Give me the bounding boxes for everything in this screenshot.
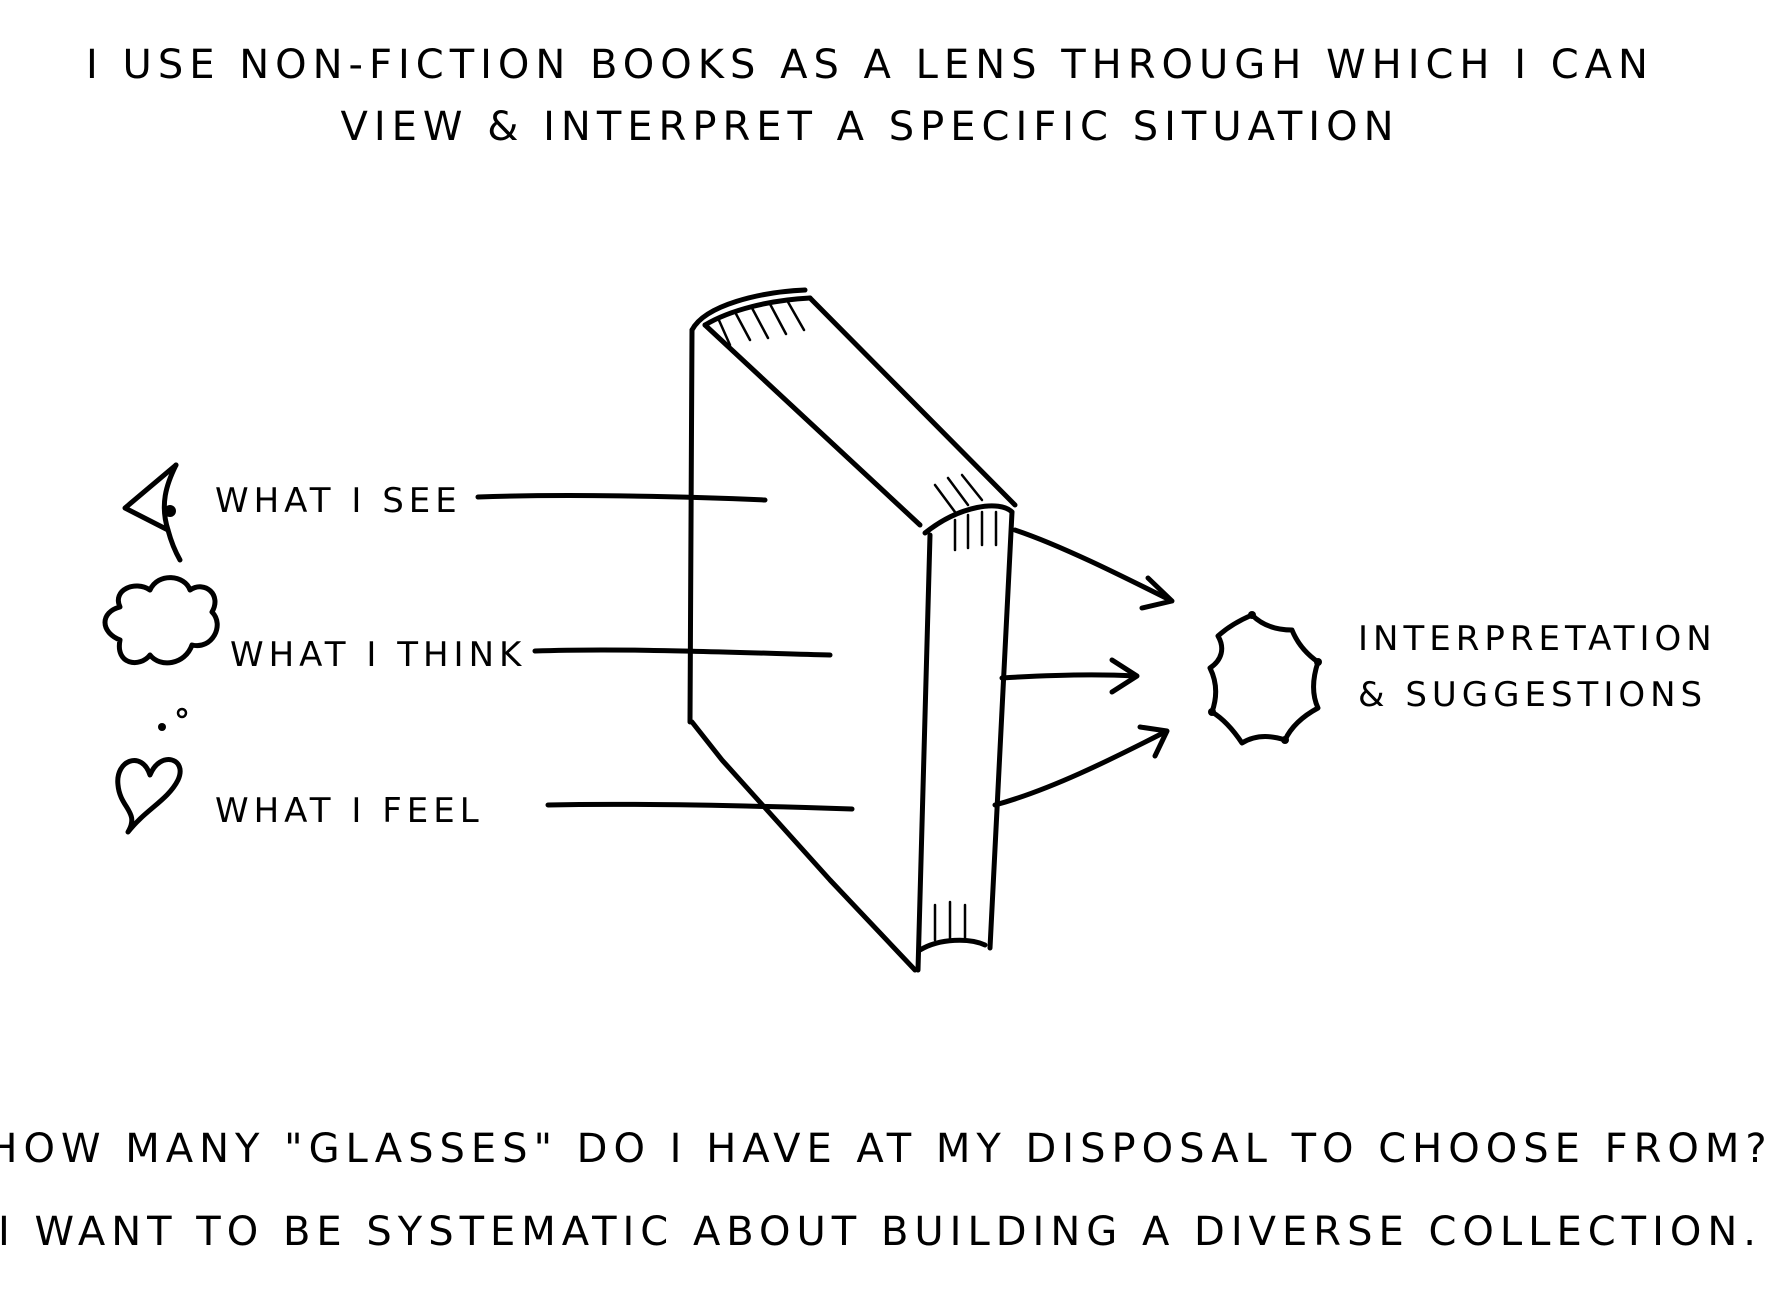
input-label-feel: what I feel: [215, 791, 484, 831]
eye-icon: [122, 462, 183, 563]
heart-icon: [115, 757, 183, 835]
output-arrow-bottom: [992, 724, 1170, 808]
title-line-2: view & interpret a specific situation: [341, 104, 1400, 150]
burst-icon: [1207, 611, 1322, 746]
output-arrow-top: [1012, 527, 1175, 611]
input-line-feel: [545, 801, 855, 812]
input-label-see: what I see: [215, 481, 462, 521]
output-label-line-2: & suggestions: [1358, 675, 1707, 715]
output-arrow-middle: [999, 657, 1140, 695]
output-label-line-1: Interpretation: [1358, 619, 1717, 659]
input-label-think: what I think: [230, 635, 526, 675]
title-line-1: I use non-fiction books as a lens throug…: [86, 42, 1654, 88]
input-line-see: [475, 493, 768, 503]
input-line-think: [532, 647, 833, 658]
question-line-1: How many "glasses" do I have at my dispo…: [0, 1126, 1765, 1172]
book-icon: [687, 287, 1018, 973]
question-line-2: I want to be systematic about building a…: [0, 1209, 1762, 1255]
thought-cloud-icon: [102, 575, 220, 731]
